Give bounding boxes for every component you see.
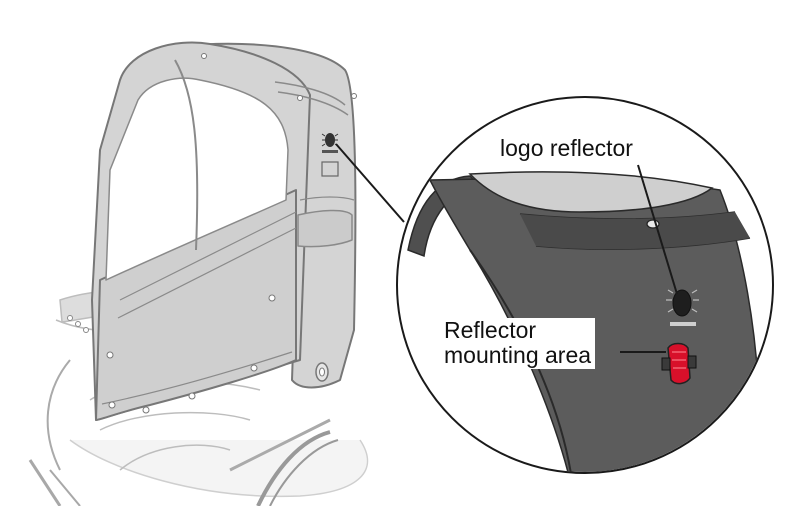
cover-grommet [315, 362, 329, 382]
bicycle-seat-frame [28, 289, 369, 506]
cover-pocket [297, 209, 353, 248]
cover-badge [321, 161, 339, 177]
seat-rivets [67, 315, 89, 333]
detail-top-surface [468, 171, 714, 213]
label-reflector-mounting-area: Reflector mounting area [442, 317, 596, 369]
cover-side-panel [181, 42, 357, 389]
detail-logo-reflector-icon [666, 289, 699, 326]
leader-line-logo [637, 164, 678, 295]
label-reflector-line2: mounting area [444, 342, 592, 368]
label-reflector-line1: Reflector [444, 317, 537, 343]
label-logo-reflector: logo reflector [500, 135, 633, 161]
cover-front-panel [95, 189, 297, 421]
cover-rivets [106, 53, 357, 414]
cover-top-band [274, 81, 346, 106]
cover-hoop-strap [174, 59, 199, 251]
logo-reflector-icon [321, 133, 339, 153]
zoom-leader-line [335, 143, 405, 223]
red-reflector-icon [661, 342, 697, 385]
rain-cover [91, 41, 357, 421]
